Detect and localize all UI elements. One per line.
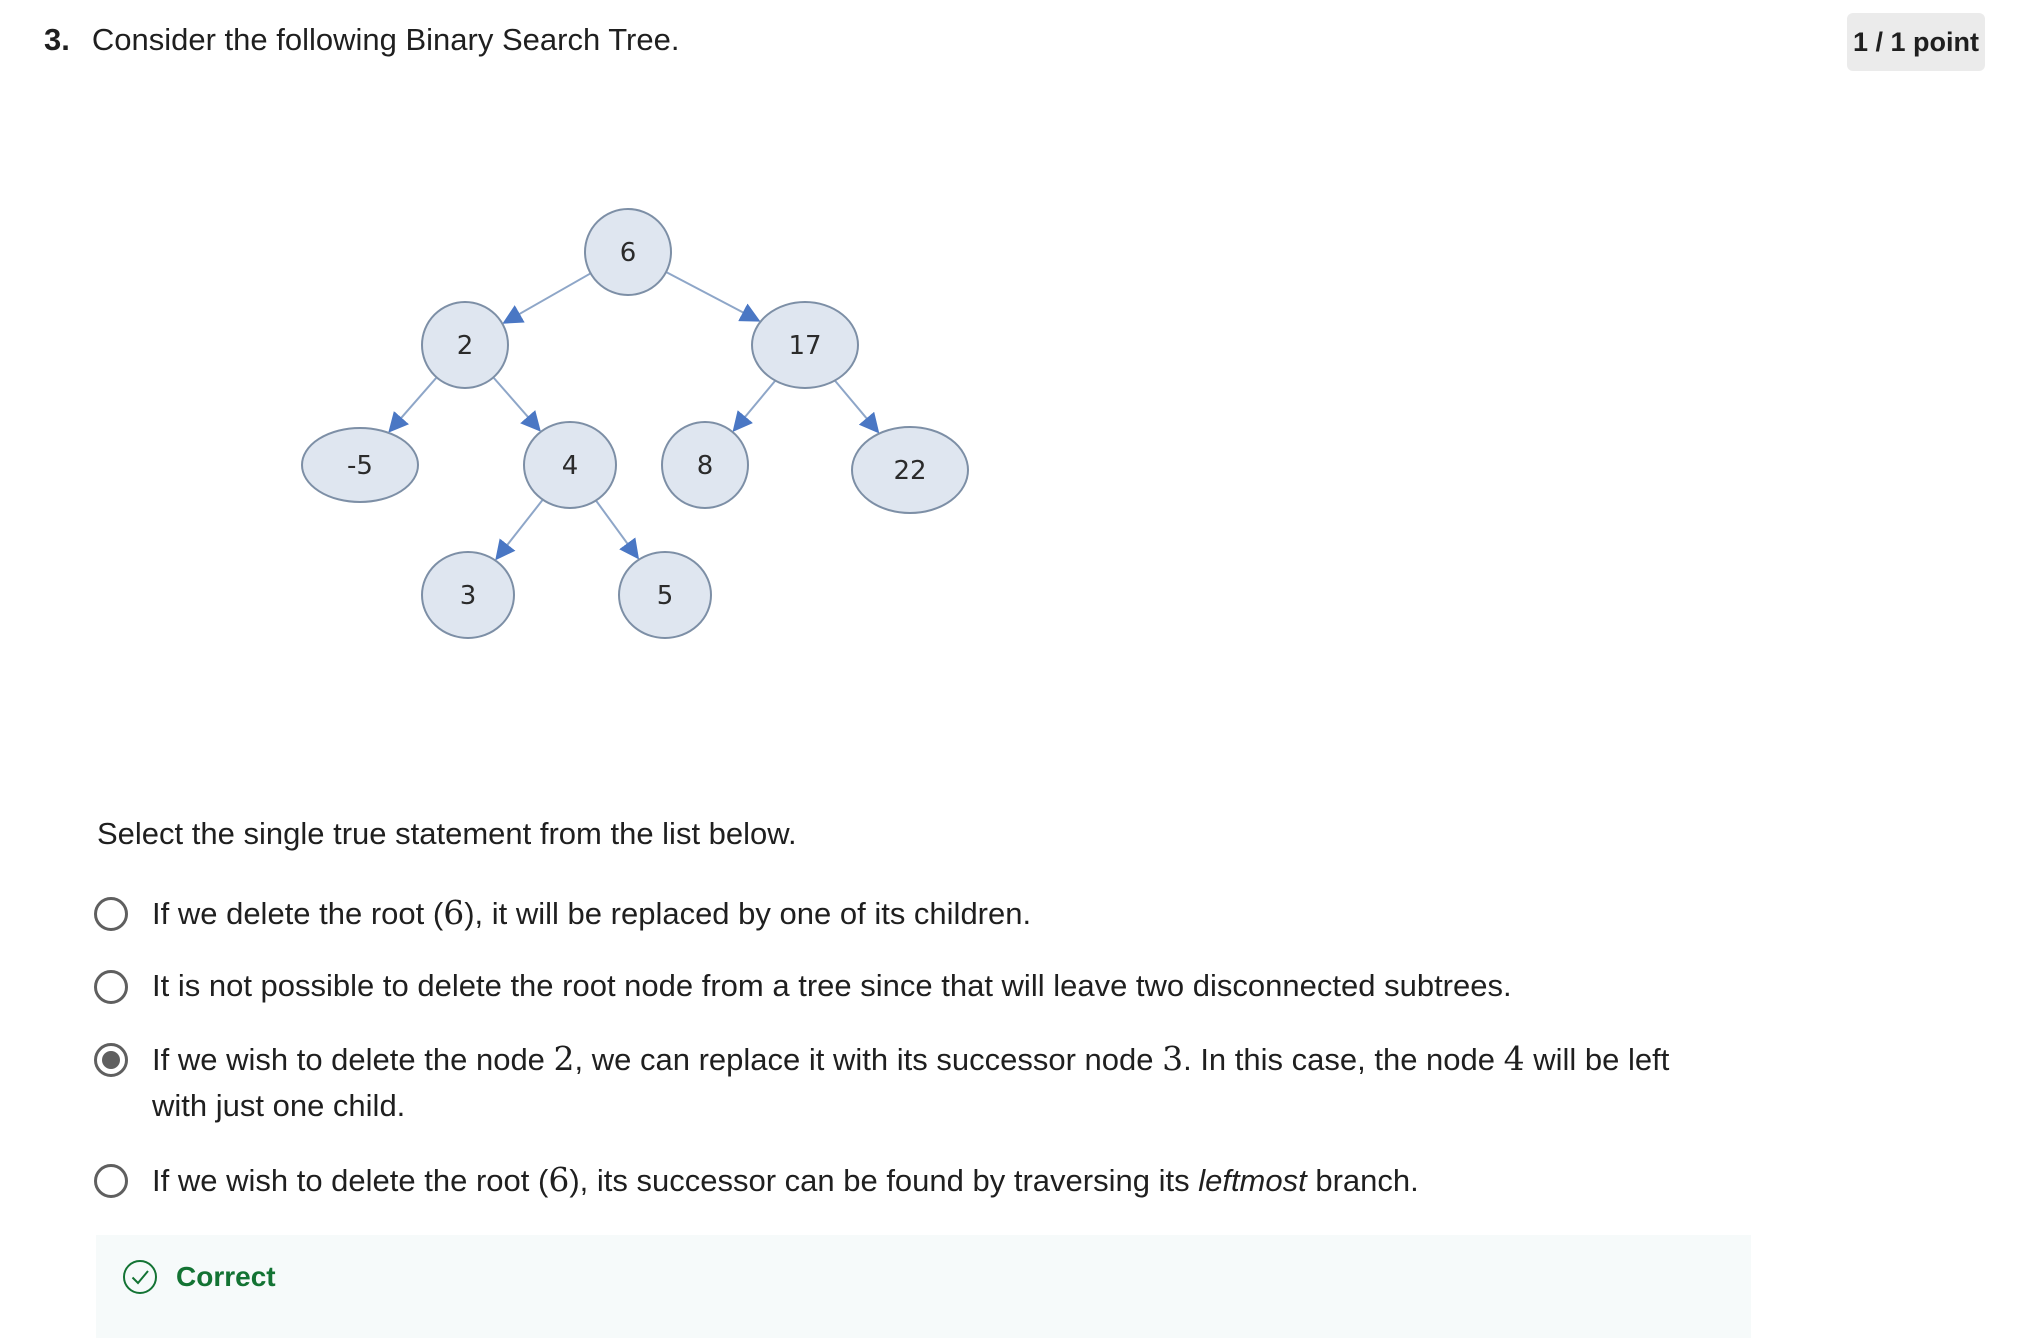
math-value: 6 [548,1160,570,1199]
bst-edge-2-to--5 [388,376,438,433]
option-text-segment: If we wish to delete the root ( [152,1163,549,1198]
math-value: 6 [443,893,465,932]
answer-option-2[interactable]: It is not possible to delete the root no… [94,967,1512,1009]
bst-diagram: 6 2 17 -5 4 8 22 3 5 [301,208,969,639]
bst-node-label: 22 [893,456,926,486]
bst-node-17: 17 [751,301,859,389]
instruction-text: Select the single true statement from th… [97,816,797,851]
bst-node-shape [851,426,969,514]
question-number: 3. [44,22,70,57]
radio-button-selected[interactable] [94,1043,128,1077]
check-circle-icon [123,1260,157,1294]
option-text-segment: If we wish to delete the node [152,1042,554,1077]
bst-node-label: 8 [697,451,714,481]
bst-node-shape [421,301,509,389]
radio-button[interactable] [94,970,128,1004]
bst-node-3: 3 [421,551,515,639]
bst-node-22: 22 [851,426,969,514]
math-value: 3 [1162,1039,1184,1078]
bst-edges [388,271,880,561]
radio-button[interactable] [94,897,128,931]
answer-option-text: If we wish to delete the root (6), its s… [152,1157,1419,1204]
option-text-segment: branch. [1306,1163,1419,1198]
bst-node--5: -5 [301,427,419,503]
bst-edge-6-to-17 [665,271,761,322]
option-text-segment: ), it will be replaced by one of its chi… [464,896,1032,931]
bst-node-5: 5 [618,551,712,639]
feedback-box: Correct [96,1235,1751,1338]
option-text-segment: It is not possible to delete the root no… [152,968,1512,1003]
bst-edge-6-to-2 [502,272,592,324]
bst-node-8: 8 [661,421,749,509]
option-text-segment: If we delete the root ( [152,896,444,931]
bst-edge-2-to-4 [492,376,541,432]
bst-node-shape [618,551,712,639]
option-text-segment: ), its successor can be found by travers… [569,1163,1199,1198]
bst-node-shape [523,421,617,509]
bst-edge-4-to-5 [595,499,640,560]
option-text-segment: , we can replace it with its successor n… [574,1042,1163,1077]
answer-option-1[interactable]: If we delete the root (6), it will be re… [94,893,1031,937]
math-value: 2 [553,1039,575,1078]
bst-node-4: 4 [523,421,617,509]
answer-option-text: It is not possible to delete the root no… [152,963,1512,1009]
emphasis-text: leftmost [1198,1163,1307,1198]
points-badge: 1 / 1 point [1847,13,1985,71]
math-value: 4 [1503,1039,1525,1078]
bst-node-label: 6 [620,238,637,268]
answer-option-text: If we delete the root (6), it will be re… [152,890,1031,937]
radio-button[interactable] [94,1164,128,1198]
bst-node-shape [751,301,859,389]
bst-node-label: 4 [562,451,579,481]
bst-node-6: 6 [584,208,672,296]
bst-node-2: 2 [421,301,509,389]
bst-node-label: 5 [657,581,674,611]
bst-node-shape [301,427,419,503]
bst-edge-17-to-8 [732,379,777,432]
answer-option-4[interactable]: If we wish to delete the root (6), its s… [94,1160,1419,1204]
answer-option-text: If we wish to delete the node 2, we can … [152,1036,1722,1129]
bst-node-label: 17 [788,331,821,361]
bst-node-label: 2 [457,331,474,361]
bst-node-label: 3 [460,581,477,611]
bst-node-label: -5 [347,451,373,481]
feedback-label: Correct [176,1261,276,1292]
bst-node-shape [584,208,672,296]
bst-nodes: 6 2 17 -5 4 8 22 3 5 [301,208,969,639]
answer-option-3[interactable]: If we wish to delete the node 2, we can … [94,1039,1722,1129]
bst-node-shape [421,551,515,639]
option-text-segment: . In this case, the node [1183,1042,1504,1077]
bst-edge-17-to-22 [834,379,880,434]
question-header: 3. Consider the following Binary Search T… [44,20,679,60]
option-text-segment: will be left with just one child. [152,1042,1670,1123]
bst-node-shape [661,421,749,509]
question-prompt: Consider the following Binary Search Tre… [91,22,680,57]
bst-edge-4-to-3 [495,499,544,561]
